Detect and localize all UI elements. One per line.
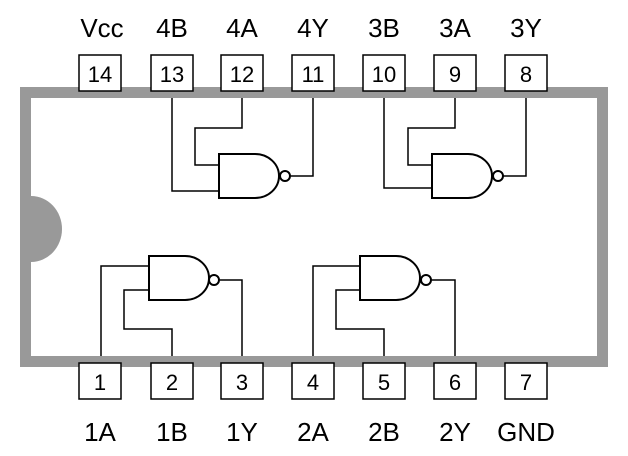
- pin-label-2y: 2Y: [439, 417, 471, 447]
- gate-4: [171, 98, 314, 199]
- pin-number-4: 4: [307, 370, 319, 395]
- pin-label-3b: 3B: [368, 13, 400, 43]
- wire-1a: [100, 265, 149, 356]
- pin-label-4a: 4A: [226, 13, 258, 43]
- pin-number-12: 12: [230, 62, 254, 87]
- pin-box-7: [504, 362, 548, 400]
- wire-1y: [220, 279, 243, 356]
- pin-label-vcc: Vcc: [80, 13, 123, 43]
- top-pin-row: 14 Vcc 13 4B 12 4A 11 4Y 10 3B 9 3A 8 3Y: [78, 13, 548, 92]
- pin-box-10: [362, 54, 406, 92]
- pin-box-1: [78, 362, 122, 400]
- pin-number-13: 13: [160, 62, 184, 87]
- gate-1: [100, 255, 243, 356]
- nand-gate-4: [218, 153, 280, 199]
- pin-box-3: [220, 362, 264, 400]
- pin-label-gnd: GND: [497, 417, 555, 447]
- wire-2b: [335, 289, 385, 356]
- wire-4a: [194, 98, 243, 166]
- pin-number-11: 11: [302, 62, 325, 87]
- pin-number-5: 5: [378, 370, 390, 395]
- pin-box-14: [78, 54, 122, 92]
- pin-number-9: 9: [449, 62, 461, 87]
- pin-box-5: [362, 362, 406, 400]
- pin-box-6: [433, 362, 477, 400]
- pin-label-1b: 1B: [156, 417, 188, 447]
- pin-label-1a: 1A: [84, 417, 116, 447]
- nand-bubble-4: [279, 170, 291, 182]
- gate-3: [383, 98, 527, 199]
- pin-box-2: [150, 362, 194, 400]
- nand-gate-2: [359, 255, 421, 301]
- pin-number-3: 3: [236, 370, 248, 395]
- chip-inner: [31, 98, 597, 356]
- bottom-pin-row: 1 1A 2 1B 3 1Y 4 2A 5 2B 6 2Y 7 GND: [78, 362, 555, 447]
- pin-box-11: [291, 54, 335, 92]
- pin-box-9: [433, 54, 477, 92]
- pin-label-4b: 4B: [156, 13, 188, 43]
- gate-2: [312, 255, 456, 356]
- pin-label-2b: 2B: [368, 417, 400, 447]
- wire-4b: [171, 98, 219, 192]
- pin-label-1y: 1Y: [226, 417, 258, 447]
- nand-bubble-2: [420, 274, 432, 286]
- wire-4y: [291, 98, 314, 177]
- pin-label-3a: 3A: [439, 13, 471, 43]
- wire-3b: [383, 98, 432, 189]
- nand-gate-3: [431, 153, 493, 199]
- nand-bubble-1: [208, 274, 220, 286]
- pin-number-6: 6: [449, 370, 461, 395]
- pin-number-7: 7: [520, 370, 532, 395]
- pin-box-13: [150, 54, 194, 92]
- nand-gate-1: [148, 255, 210, 301]
- wire-3a: [407, 98, 456, 166]
- chip-notch: [31, 196, 62, 262]
- pin-box-4: [291, 362, 335, 400]
- pin-number-1: 1: [94, 370, 106, 395]
- wire-2a: [312, 265, 360, 356]
- pin-number-8: 8: [520, 62, 532, 87]
- pin-box-8: [504, 54, 548, 92]
- pin-label-4y: 4Y: [297, 13, 329, 43]
- pin-number-14: 14: [88, 62, 112, 87]
- pin-label-2a: 2A: [297, 417, 329, 447]
- wire-2y: [432, 279, 456, 356]
- wire-3y: [503, 98, 527, 177]
- pin-box-12: [220, 54, 264, 92]
- pin-label-3y: 3Y: [510, 13, 542, 43]
- nand-bubble-3: [492, 170, 504, 182]
- wire-1b: [123, 289, 173, 356]
- pin-number-2: 2: [166, 370, 178, 395]
- pin-number-10: 10: [372, 62, 396, 87]
